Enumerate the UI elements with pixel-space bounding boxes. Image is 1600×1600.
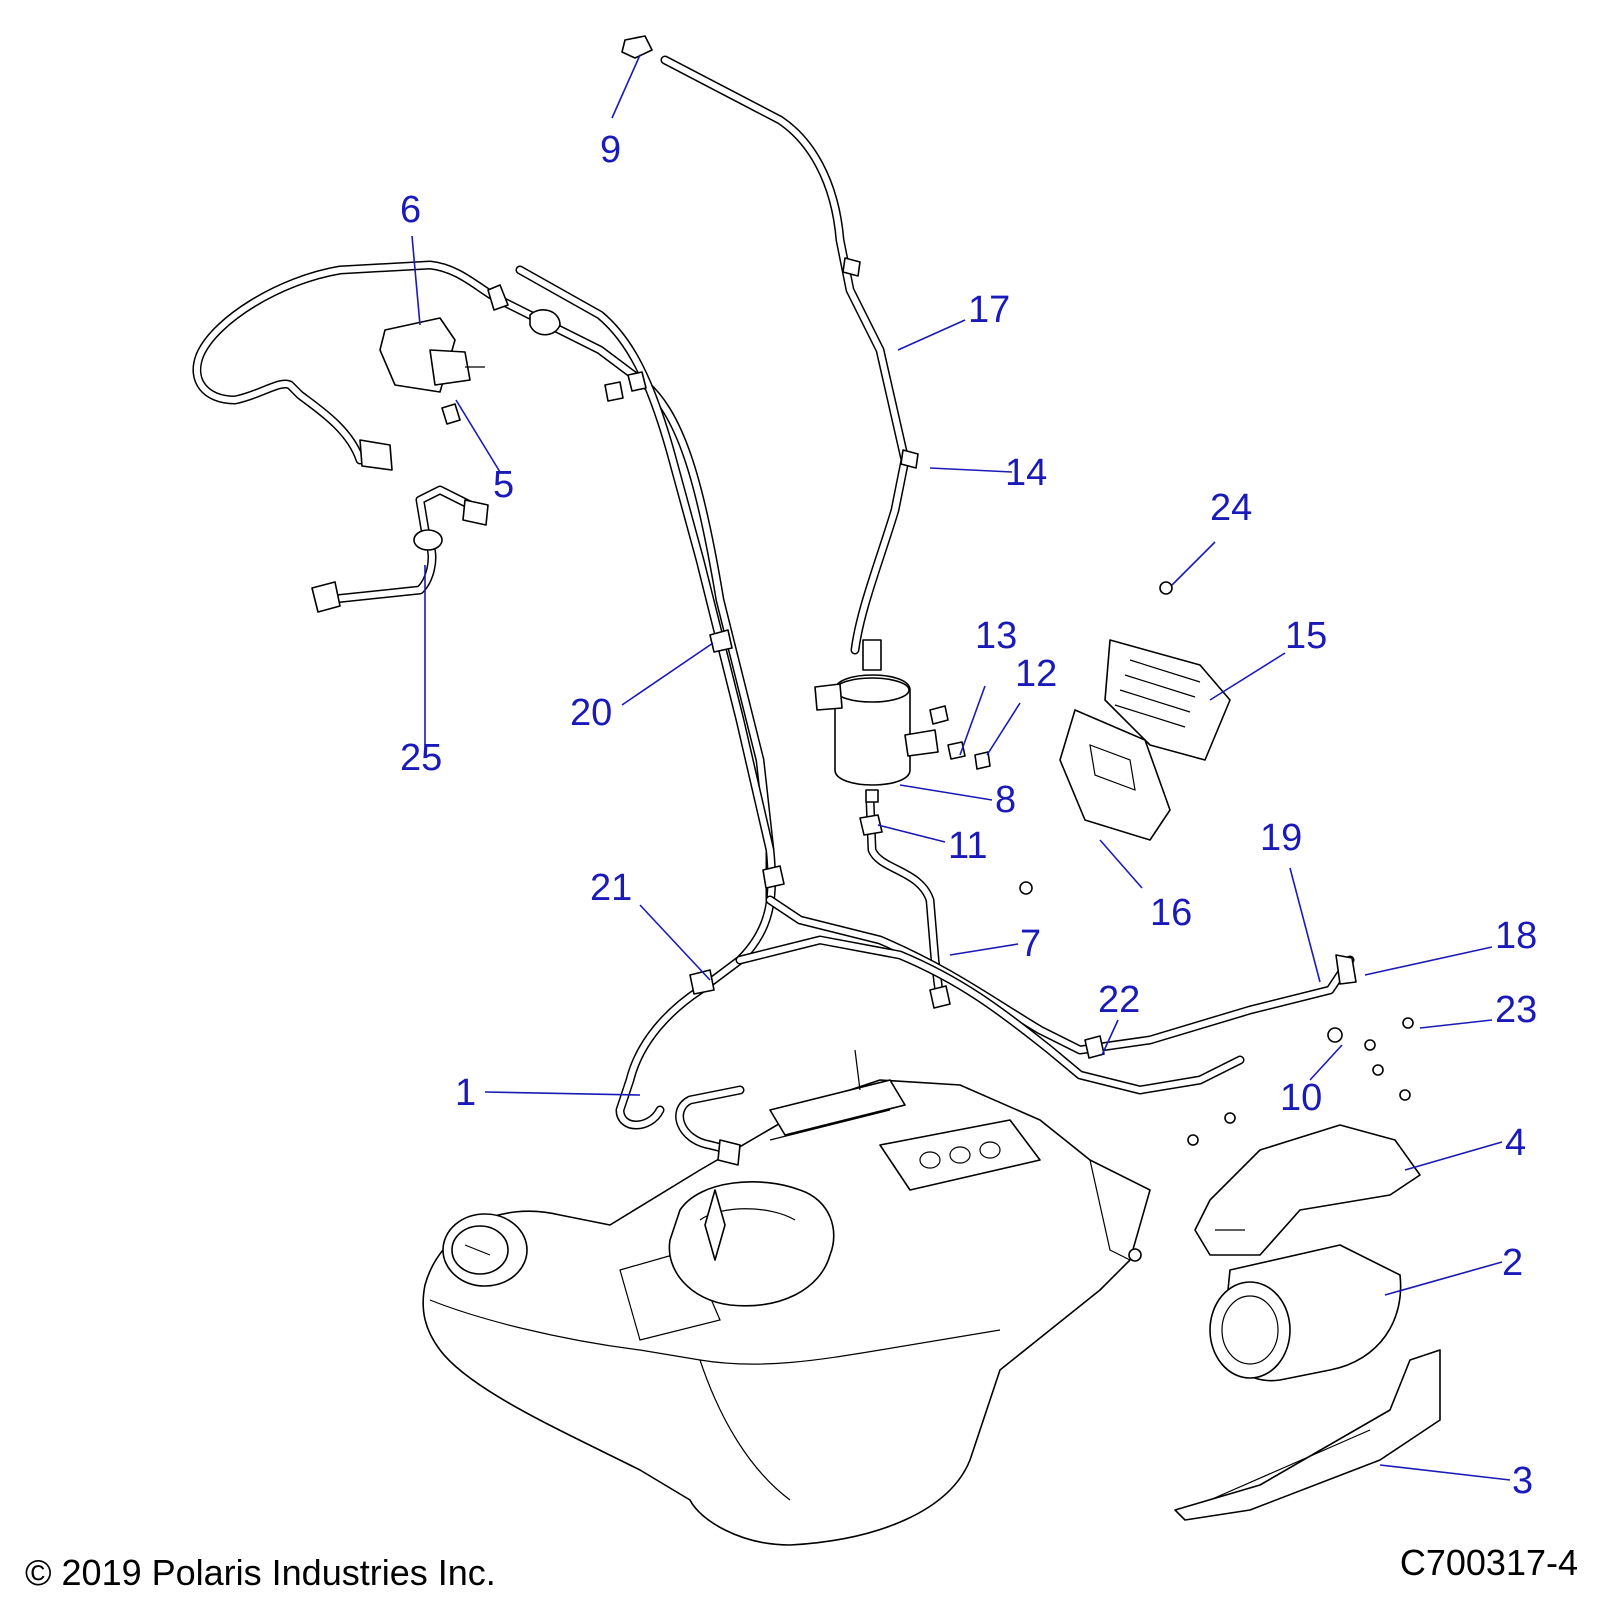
callout-1: 1 <box>455 1072 476 1114</box>
callout-2: 2 <box>1502 1242 1523 1284</box>
control-module <box>1019 581 1231 895</box>
callout-14: 14 <box>1005 452 1047 494</box>
callout-18: 18 <box>1495 915 1537 957</box>
callout-11: 11 <box>948 825 987 867</box>
callout-5: 5 <box>493 464 514 506</box>
callout-4: 4 <box>1505 1122 1526 1164</box>
callout-23: 23 <box>1495 989 1537 1031</box>
callout-3: 3 <box>1512 1460 1533 1502</box>
callout-20: 20 <box>570 692 612 734</box>
fuel-filter-canister <box>814 639 991 836</box>
callout-9: 9 <box>600 129 621 171</box>
leader-lines <box>411 54 1511 1481</box>
fuel-tank <box>422 1049 1151 1546</box>
callout-22: 22 <box>1098 979 1140 1021</box>
callout-21: 21 <box>590 867 632 909</box>
callout-17: 17 <box>968 289 1010 331</box>
callout-19: 19 <box>1260 817 1302 859</box>
callout-12: 12 <box>1015 653 1057 695</box>
callout-13: 13 <box>975 615 1017 657</box>
callout-labels: 1 2 3 4 5 6 7 8 9 10 11 12 13 14 15 16 1… <box>400 129 1537 1502</box>
callout-8: 8 <box>995 779 1016 821</box>
callout-24: 24 <box>1210 487 1252 529</box>
callout-6: 6 <box>400 189 421 231</box>
copyright-text: © 2019 Polaris Industries Inc. <box>25 1552 496 1593</box>
pump-assembly <box>1174 1017 1441 1521</box>
callout-7: 7 <box>1020 923 1041 965</box>
callout-15: 15 <box>1285 615 1327 657</box>
valve-bracket <box>379 317 485 425</box>
callout-25: 25 <box>400 737 442 779</box>
hose-network <box>192 35 1357 1166</box>
callout-16: 16 <box>1150 892 1192 934</box>
drawing-number: C700317-4 <box>1400 1542 1578 1583</box>
callout-10: 10 <box>1280 1077 1322 1119</box>
